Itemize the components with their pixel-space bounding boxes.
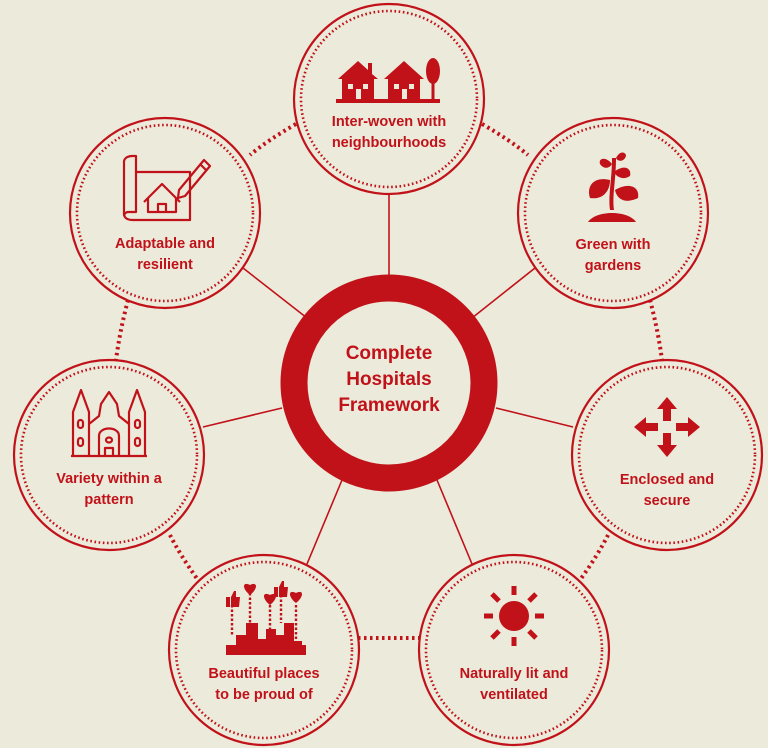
label-line: Variety within a — [56, 471, 162, 487]
center-ring — [280, 274, 498, 492]
node-label-adaptable: Adaptable and resilient — [80, 234, 250, 276]
node-label-enclosed: Enclosed and secure — [582, 470, 752, 512]
center-title-line-1: Complete — [345, 343, 433, 364]
node-circle-upper-left — [68, 116, 262, 310]
label-line: Beautiful places — [208, 666, 320, 682]
node-circle-left — [12, 358, 206, 552]
label-line: Adaptable and — [115, 236, 215, 252]
label-line: Green with — [575, 237, 651, 253]
label-line: to be proud of — [215, 687, 313, 703]
label-line: Naturally lit and — [459, 666, 569, 682]
center-title: Complete Hospitals Framework — [309, 341, 469, 419]
center-title-line-3: Framework — [338, 395, 440, 416]
node-circle-bottom-left — [167, 553, 361, 747]
node-circle-bottom-right — [417, 553, 611, 747]
buildings-likes-hearts-icon — [226, 581, 306, 655]
plant-sprout-icon — [588, 152, 639, 222]
node-circles — [12, 2, 764, 747]
cathedral-icon — [71, 388, 147, 458]
sun-icon — [484, 586, 544, 646]
center-title-line-2: Hospitals — [346, 369, 432, 390]
spoke-lines — [202, 194, 574, 565]
label-line: gardens — [584, 258, 642, 274]
label-line: secure — [643, 493, 691, 509]
houses-and-tree-icon — [336, 58, 440, 103]
label-line: pattern — [84, 492, 134, 508]
label-line: resilient — [137, 257, 193, 273]
node-circle-right — [570, 358, 764, 552]
node-label-beautiful: Beautiful places to be proud of — [179, 664, 349, 706]
label-line: ventilated — [480, 687, 548, 703]
node-label-interwoven: Inter-woven with neighbourhoods — [304, 112, 474, 154]
node-circle-top — [292, 2, 486, 196]
node-circle-upper-right — [516, 116, 710, 310]
label-line: Enclosed and — [619, 472, 715, 488]
node-label-variety: Variety within a pattern — [24, 469, 194, 511]
node-label-naturally-lit: Naturally lit and ventilated — [429, 664, 599, 706]
label-line: neighbourhoods — [331, 135, 447, 151]
label-line: Inter-woven with — [331, 114, 447, 130]
node-label-green: Green with gardens — [528, 235, 698, 277]
blueprint-house-pencil-icon — [122, 154, 212, 222]
four-arrows-icon — [634, 397, 700, 457]
dotted-connectors — [114, 122, 664, 640]
